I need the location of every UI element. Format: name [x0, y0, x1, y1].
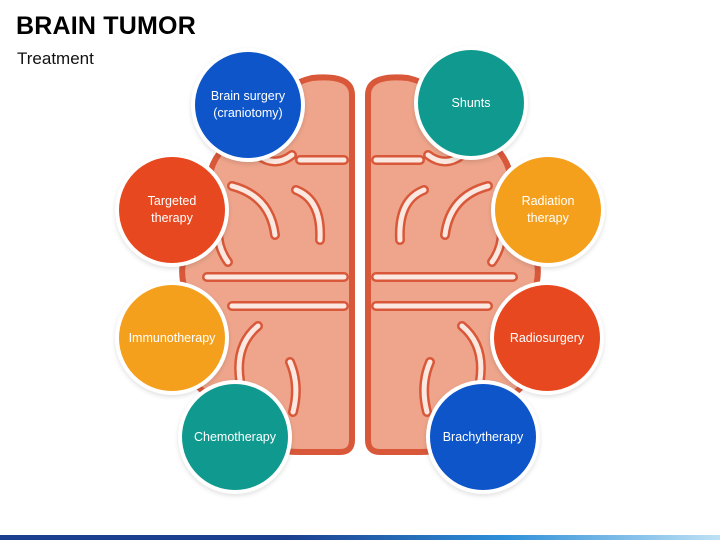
treatment-radiosurgery: Radiosurgery — [494, 285, 600, 391]
treatment-brachytherapy: Brachytherapy — [430, 384, 536, 490]
treatment-targeted-therapy: Targeted therapy — [119, 157, 225, 263]
footer-accent-bar — [0, 535, 720, 540]
treatment-shunts: Shunts — [418, 50, 524, 156]
treatment-chemotherapy: Chemotherapy — [182, 384, 288, 490]
treatment-brain-surgery: Brain surgery (craniotomy) — [195, 52, 301, 158]
left-gyri — [202, 150, 349, 417]
treatment-radiation-therapy: Radiation therapy — [495, 157, 601, 263]
page-subtitle: Treatment — [17, 49, 94, 68]
right-gyri — [371, 150, 518, 417]
page-title: BRAIN TUMOR — [16, 12, 196, 40]
treatment-immunotherapy: Immunotherapy — [119, 285, 225, 391]
